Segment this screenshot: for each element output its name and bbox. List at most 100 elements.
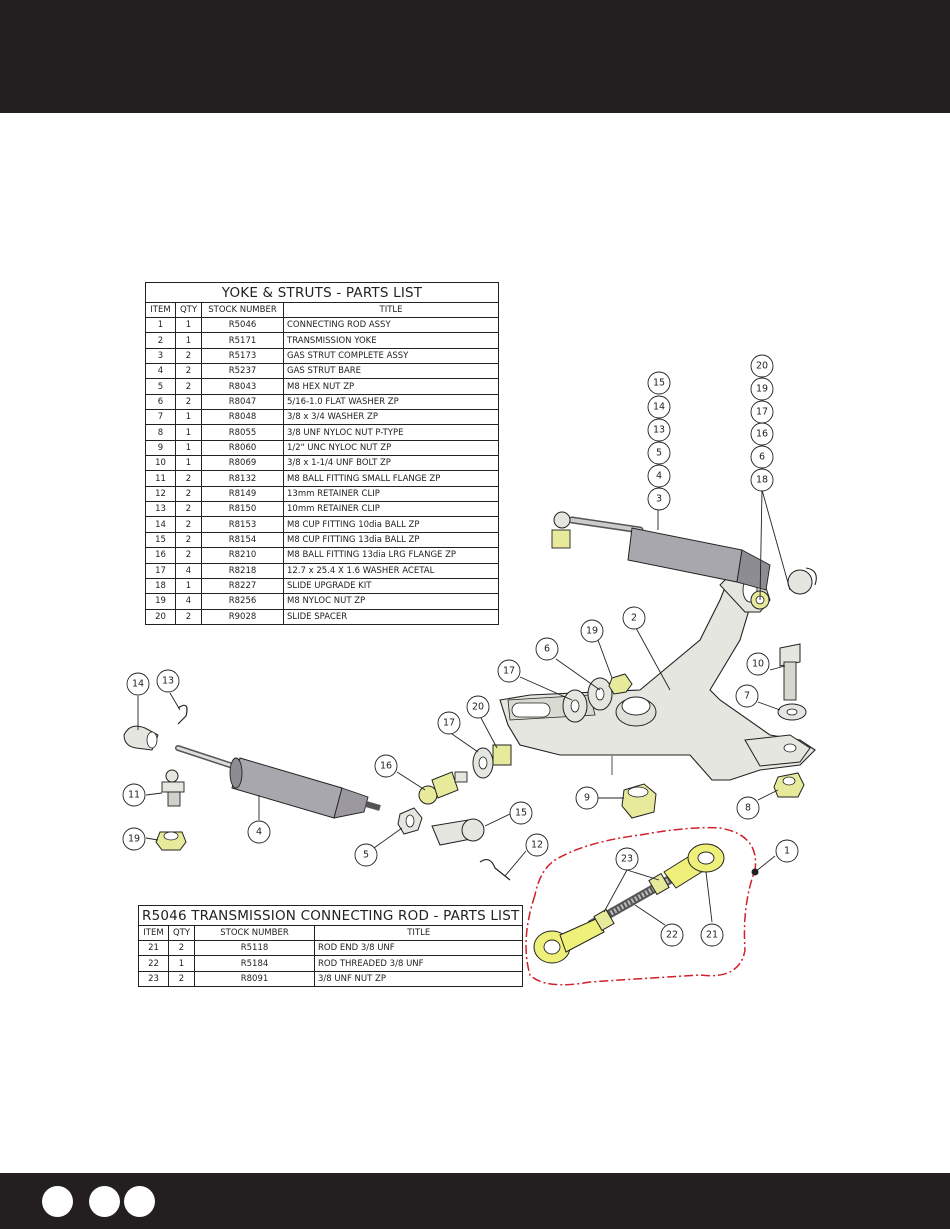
cell-stock-number: R8069 [201, 455, 284, 472]
cell-qty: 1 [175, 332, 202, 349]
parts-list-title: YOKE & STRUTS - PARTS LIST [145, 282, 499, 303]
cell-title: M8 BALL FITTING 13dia LRG FLANGE ZP [283, 547, 499, 564]
cell-stock-number: R8043 [201, 378, 284, 395]
cell-stock-number: R9028 [201, 608, 284, 625]
callout-16-upper: 16 [750, 422, 774, 446]
callout-4-lower: 4 [247, 820, 271, 844]
svg-text:21: 21 [706, 930, 718, 941]
cell-qty: 4 [175, 562, 202, 579]
cell-qty: 4 [175, 593, 202, 610]
callout-21: 21 [700, 923, 724, 947]
cell-qty: 2 [175, 531, 202, 549]
callout-2: 2 [622, 606, 646, 630]
cell-title: M8 CUP FITTING 13dia BALL ZP [283, 531, 499, 549]
header-band [0, 0, 950, 113]
callout-10: 10 [746, 652, 770, 676]
callout-23: 23 [615, 847, 639, 871]
cell-stock-number: R5237 [201, 363, 284, 380]
cell-stock-number: R8210 [201, 547, 284, 564]
cell-title: 12.7 x 25.4 X 1.6 WASHER ACETAL [283, 562, 499, 579]
cell-qty: 2 [168, 939, 195, 957]
svg-text:20: 20 [756, 361, 768, 372]
cell-item: 8 [145, 424, 176, 441]
svg-text:20: 20 [472, 702, 484, 713]
svg-text:19: 19 [586, 626, 598, 637]
col-header-item: ITEM [138, 925, 169, 941]
callout-13-upper: 13 [647, 418, 671, 442]
cell-stock-number: R5118 [194, 939, 315, 957]
svg-text:1: 1 [784, 846, 790, 857]
cell-item: 12 [145, 485, 176, 503]
callout-20-mid: 20 [466, 695, 490, 719]
cell-stock-number: R5184 [194, 955, 315, 972]
cell-qty: 2 [175, 608, 202, 625]
cell-stock-number: R8091 [194, 970, 315, 988]
col-header-title: TITLE [283, 302, 499, 318]
cell-title: M8 BALL FITTING SMALL FLANGE ZP [283, 470, 499, 487]
cell-title: SLIDE SPACER [283, 608, 499, 625]
cell-item: 11 [145, 470, 176, 487]
callout-19-mid: 19 [580, 619, 604, 643]
callout-6-upper: 6 [750, 445, 774, 469]
cell-title: TRANSMISSION YOKE [283, 332, 499, 349]
cell-item: 19 [145, 593, 176, 610]
cell-item: 2 [145, 332, 176, 349]
cell-item: 6 [145, 393, 176, 411]
svg-text:19: 19 [756, 384, 768, 395]
cell-qty: 1 [175, 439, 202, 457]
footer-dot [89, 1186, 120, 1217]
cell-title: 13mm RETAINER CLIP [283, 485, 499, 503]
svg-text:14: 14 [132, 679, 144, 690]
cell-item: 14 [145, 516, 176, 533]
callout-14-upper: 14 [647, 395, 671, 419]
cell-item: 13 [145, 501, 176, 518]
cell-title: ROD END 3/8 UNF [313, 939, 524, 957]
cell-title: 5/16-1.0 FLAT WASHER ZP [283, 393, 499, 411]
cell-title: ROD THREADED 3/8 UNF [313, 955, 524, 972]
svg-text:23: 23 [621, 854, 633, 865]
cell-stock-number: R8132 [201, 470, 284, 487]
svg-text:15: 15 [515, 808, 527, 819]
cell-qty: 2 [175, 547, 202, 564]
cell-item: 7 [145, 409, 176, 426]
cell-stock-number: R5173 [201, 347, 284, 365]
callout-19-upper: 19 [750, 377, 774, 401]
cell-title: M8 CUP FITTING 10dia BALL ZP [283, 516, 499, 533]
col-header-stock-number: STOCK NUMBER [194, 925, 315, 941]
cell-stock-number: R8047 [201, 393, 284, 411]
svg-text:14: 14 [653, 402, 665, 413]
cell-stock-number: R8218 [201, 562, 284, 579]
footer-band [0, 1173, 950, 1229]
footer-dot [42, 1186, 73, 1217]
svg-text:4: 4 [256, 827, 262, 838]
cell-item: 17 [145, 562, 176, 579]
callout-15-upper: 15 [647, 371, 671, 395]
table-header-row: ITEM QTY STOCK NUMBER TITLE [145, 302, 499, 318]
lower-gas-strut [175, 745, 381, 819]
cell-qty: 2 [175, 516, 202, 533]
cell-item: 22 [138, 955, 169, 972]
cell-stock-number: R8153 [201, 516, 284, 533]
cell-stock-number: R8149 [201, 485, 284, 503]
cell-item: 16 [145, 547, 176, 564]
cell-title: CONNECTING ROD ASSY [283, 316, 499, 334]
cell-stock-number: R5046 [201, 316, 284, 334]
svg-text:8: 8 [745, 803, 751, 814]
col-header-stock-number: STOCK NUMBER [201, 302, 284, 318]
svg-text:15: 15 [653, 378, 665, 389]
cell-title: GAS STRUT BARE [283, 363, 499, 380]
